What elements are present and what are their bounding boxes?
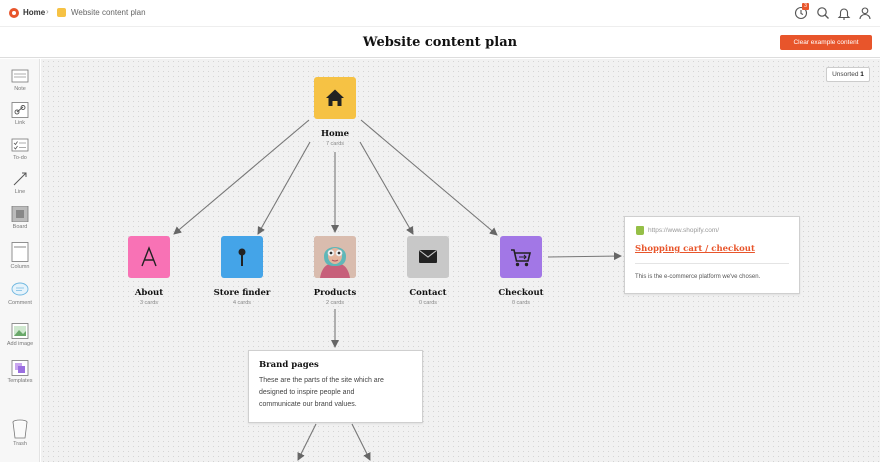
bell-icon[interactable] bbox=[837, 6, 851, 20]
app-logo-icon[interactable] bbox=[9, 8, 19, 18]
tool-comment[interactable]: Comment bbox=[0, 282, 40, 306]
page-title: Website content plan bbox=[362, 35, 518, 50]
todo-icon bbox=[11, 138, 29, 152]
top-bar: Home › Website content plan 3 bbox=[0, 0, 880, 26]
note-card-brand-pages[interactable]: Brand pages These are the parts of the s… bbox=[248, 350, 423, 423]
tool-todo[interactable]: To-do bbox=[0, 137, 40, 161]
tool-link[interactable]: Link bbox=[0, 102, 40, 126]
chevron-right-icon: › bbox=[46, 7, 49, 16]
cart-icon bbox=[511, 249, 532, 267]
board-contact[interactable]: Contact 0 cards bbox=[388, 236, 468, 306]
unsorted-button[interactable]: Unsorted 1 bbox=[826, 67, 870, 82]
board-checkout[interactable]: Checkout 0 cards bbox=[481, 236, 561, 306]
image-icon bbox=[11, 323, 29, 339]
board-contact-tile[interactable] bbox=[407, 236, 449, 278]
tool-board[interactable]: Board bbox=[0, 206, 40, 230]
link-url: https://www.shopify.com/ bbox=[648, 227, 720, 234]
help-icon[interactable] bbox=[794, 6, 808, 20]
templates-icon bbox=[11, 360, 29, 376]
user-icon[interactable] bbox=[858, 6, 872, 20]
breadcrumb-board[interactable]: Website content plan bbox=[71, 8, 146, 17]
board-title-bar: Website content plan Clear example conte… bbox=[0, 26, 880, 58]
tool-templates[interactable]: Templates bbox=[0, 360, 40, 384]
line-icon bbox=[13, 172, 27, 186]
clear-example-content-button[interactable]: Clear example content bbox=[780, 35, 872, 50]
link-title[interactable]: Shopping cart / checkout bbox=[635, 244, 755, 254]
note-icon bbox=[11, 69, 29, 83]
shopify-icon bbox=[636, 226, 644, 235]
note-title: Brand pages bbox=[259, 360, 319, 370]
board-home[interactable]: Home 7 cards bbox=[295, 77, 375, 147]
board-color-icon bbox=[57, 8, 66, 17]
board-checkout-tile[interactable] bbox=[500, 236, 542, 278]
board-about-tile[interactable] bbox=[128, 236, 170, 278]
board-products[interactable]: Products 2 cards bbox=[295, 236, 375, 306]
notification-badge: 3 bbox=[802, 3, 809, 10]
house-icon bbox=[326, 89, 344, 106]
letter-a-icon bbox=[141, 246, 157, 267]
tool-trash[interactable]: Trash bbox=[0, 419, 40, 447]
toolbar-sidebar: Note Link To-do Line Board bbox=[0, 59, 40, 462]
board-icon bbox=[11, 206, 29, 222]
board-store-finder[interactable]: Store finder 4 cards bbox=[202, 236, 282, 306]
envelope-icon bbox=[419, 250, 437, 263]
tool-note[interactable]: Note bbox=[0, 68, 40, 92]
comment-icon bbox=[11, 282, 29, 296]
photo-thumbnail bbox=[314, 236, 356, 278]
note-body: These are the parts of the site which ar… bbox=[259, 377, 384, 408]
board-about[interactable]: About 3 cards bbox=[109, 236, 189, 306]
link-description: This is the e-commerce platform we've ch… bbox=[635, 274, 761, 280]
column-icon bbox=[11, 242, 29, 262]
link-divider bbox=[635, 263, 789, 264]
board-products-tile[interactable] bbox=[314, 236, 356, 278]
map-pin-icon bbox=[238, 248, 246, 266]
link-icon bbox=[11, 102, 29, 118]
search-icon[interactable] bbox=[816, 6, 830, 20]
trash-icon bbox=[12, 419, 28, 439]
board-store-finder-tile[interactable] bbox=[221, 236, 263, 278]
board-home-tile[interactable] bbox=[314, 77, 356, 119]
tool-column[interactable]: Column bbox=[0, 242, 40, 270]
tool-line[interactable]: Line bbox=[0, 171, 40, 195]
link-card-shopify[interactable]: https://www.shopify.com/ Shopping cart /… bbox=[624, 216, 800, 294]
tool-add-image[interactable]: Add image bbox=[0, 323, 40, 347]
breadcrumb-home[interactable]: Home bbox=[23, 8, 46, 17]
